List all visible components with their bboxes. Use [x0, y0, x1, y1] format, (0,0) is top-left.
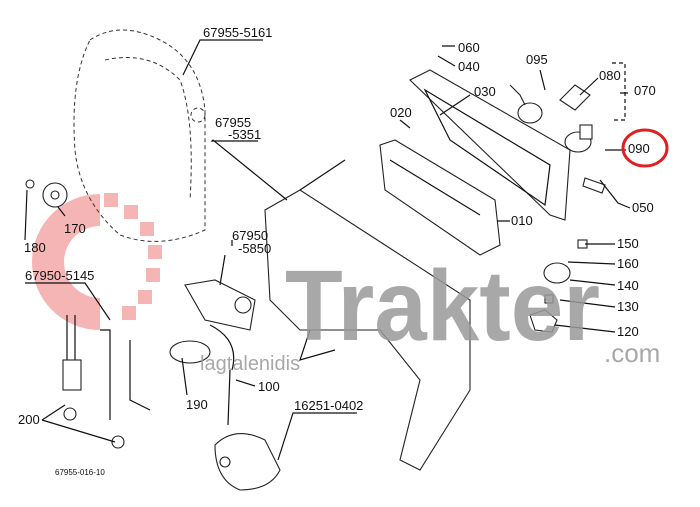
label-150[interactable]: 150: [617, 236, 639, 251]
label-160[interactable]: 160: [617, 256, 639, 271]
label-180[interactable]: 180: [24, 240, 46, 255]
label-190[interactable]: 190: [186, 397, 208, 412]
label-67950-5850-a[interactable]: 67950: [232, 228, 268, 243]
panel-030[interactable]: [409, 69, 571, 221]
label-010[interactable]: 010: [511, 213, 533, 228]
label-67955-5351-a[interactable]: 67955: [215, 115, 251, 130]
label-170[interactable]: 170: [64, 221, 86, 236]
label-67955-5161[interactable]: 67955-5161: [203, 25, 272, 40]
lamp-assembly[interactable]: [529, 239, 588, 333]
sensor-67950-5145[interactable]: [62, 315, 151, 449]
label-67950-5145[interactable]: 67950-5145: [25, 268, 94, 283]
label-030[interactable]: 030: [474, 84, 496, 99]
alternator-16251-0402[interactable]: [214, 433, 281, 491]
meter-010[interactable]: [379, 139, 501, 256]
label-050[interactable]: 050: [632, 200, 654, 215]
clamp-190[interactable]: [169, 340, 211, 364]
part-labels: 67955-5161 67955 -5351 060 040 095 080 0…: [18, 25, 656, 477]
label-120[interactable]: 120: [617, 324, 639, 339]
horn-170[interactable]: [25, 179, 68, 208]
highlight-circle: [621, 128, 669, 168]
label-140[interactable]: 140: [617, 278, 639, 293]
label-020[interactable]: 020: [390, 105, 412, 120]
switch-090[interactable]: [564, 124, 606, 194]
label-040[interactable]: 040: [458, 59, 480, 74]
label-080[interactable]: 080: [599, 68, 621, 83]
part-67950-5850[interactable]: [184, 279, 256, 331]
label-16251-0402[interactable]: 16251-0402: [294, 398, 363, 413]
label-130[interactable]: 130: [617, 299, 639, 314]
label-67955-5351-b[interactable]: -5351: [228, 127, 261, 142]
watermark-tagline: lagtalenidis: [200, 353, 300, 375]
housing-67955-5161[interactable]: [73, 29, 206, 242]
leader-lines: [24, 39, 631, 461]
label-200[interactable]: 200: [18, 412, 40, 427]
label-67950-5850-b[interactable]: -5850: [238, 241, 271, 256]
key-switch[interactable]: [509, 84, 591, 124]
label-090[interactable]: 090: [628, 141, 650, 156]
bracket-67955-5351[interactable]: [264, 159, 471, 471]
watermark-brand: Trakter: [285, 250, 600, 362]
label-060[interactable]: 060: [458, 40, 480, 55]
label-070[interactable]: 070: [634, 83, 656, 98]
cable-100[interactable]: [209, 324, 235, 426]
label-095[interactable]: 095: [526, 52, 548, 67]
watermark-domain: .com: [604, 338, 660, 368]
watermark-gear-logo: [32, 190, 175, 335]
drawing-code: 67955-016-10: [55, 468, 105, 477]
label-100[interactable]: 100: [258, 379, 280, 394]
